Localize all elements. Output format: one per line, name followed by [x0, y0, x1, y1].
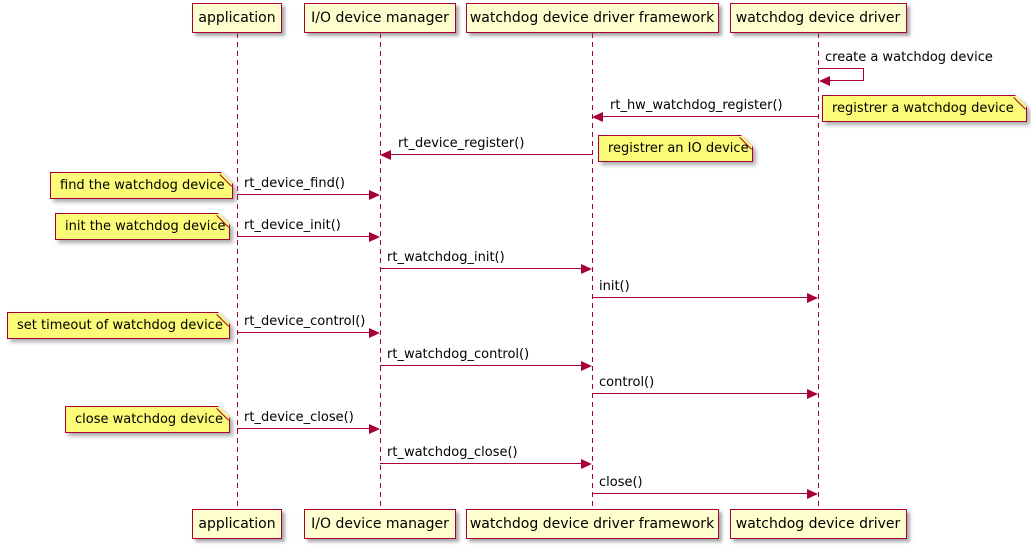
message-line: [603, 116, 818, 117]
participant-bottom-application: application: [192, 509, 282, 539]
participant-label: I/O device manager: [311, 10, 449, 26]
message-label: create a watchdog device: [825, 50, 993, 65]
message-label: rt_device_control(): [244, 314, 366, 329]
message-label: rt_hw_watchdog_register(): [610, 98, 783, 113]
lifeline-watchdog-device-driver-framework: [592, 33, 593, 509]
self-message-line: [818, 68, 863, 69]
message-line: [592, 297, 807, 298]
arrowhead-icon: [581, 458, 592, 469]
participant-top-io-device-manager: I/O device manager: [304, 3, 456, 33]
note: close watchdog device: [65, 406, 230, 433]
message-line: [391, 154, 592, 155]
participant-top-watchdog-device-driver: watchdog device driver: [729, 3, 907, 33]
note-body: init the watchdog device: [55, 213, 230, 240]
note: find the watchdog device: [50, 172, 233, 199]
arrowhead-icon: [592, 111, 603, 122]
note-text: init the watchdog device: [65, 219, 226, 234]
arrowhead-icon: [581, 360, 592, 371]
message-label: control(): [599, 375, 655, 390]
self-message-line: [830, 80, 864, 81]
message-label: close(): [599, 475, 643, 490]
note-body: registrer an IO device: [598, 135, 753, 162]
note-body: close watchdog device: [65, 406, 230, 433]
note-text: close watchdog device: [75, 412, 223, 427]
arrowhead-icon: [369, 189, 380, 200]
lifeline-application: [237, 33, 238, 509]
lifeline-io-device-manager: [380, 33, 381, 509]
note-body: registrer a watchdog device: [822, 95, 1027, 122]
message-line: [237, 428, 369, 429]
note-body: find the watchdog device: [50, 172, 233, 199]
arrowhead-icon: [369, 231, 380, 242]
participant-bottom-watchdog-device-driver: watchdog device driver: [729, 509, 907, 539]
participant-label: watchdog device driver framework: [469, 10, 715, 26]
note: registrer a watchdog device: [822, 95, 1027, 122]
note-text: set timeout of watchdog device: [17, 318, 223, 333]
message-line: [237, 236, 369, 237]
arrowhead-icon: [380, 149, 391, 160]
participant-label: watchdog device driver framework: [469, 516, 715, 532]
participant-label: watchdog device driver: [735, 10, 901, 26]
lifeline-watchdog-device-driver: [818, 33, 819, 509]
arrowhead-icon: [807, 292, 818, 303]
note-text: find the watchdog device: [60, 178, 225, 193]
arrowhead-icon: [581, 263, 592, 274]
note-fold-icon: [1013, 97, 1026, 110]
message-label: rt_watchdog_control(): [387, 347, 530, 362]
arrowhead-icon: [807, 488, 818, 499]
message-label: rt_device_register(): [398, 136, 525, 151]
note-text: registrer a watchdog device: [832, 101, 1014, 116]
message-label: rt_watchdog_init(): [387, 250, 505, 265]
self-message-line: [863, 68, 864, 80]
message-label: rt_device_init(): [244, 218, 341, 233]
participant-top-application: application: [192, 3, 282, 33]
message-line: [237, 332, 369, 333]
participant-label: application: [198, 516, 276, 532]
participant-bottom-io-device-manager: I/O device manager: [304, 509, 456, 539]
message-line: [592, 493, 807, 494]
message-line: [592, 393, 807, 394]
message-label: rt_watchdog_close(): [387, 445, 518, 460]
note: set timeout of watchdog device: [7, 312, 230, 339]
message-line: [237, 194, 369, 195]
arrowhead-icon: [807, 388, 818, 399]
message-line: [380, 463, 581, 464]
participant-label: watchdog device driver: [735, 516, 901, 532]
arrowhead-icon: [369, 423, 380, 434]
participant-label: application: [198, 10, 276, 26]
note-text: registrer an IO device: [608, 141, 749, 156]
note-body: set timeout of watchdog device: [7, 312, 230, 339]
note: registrer an IO device: [598, 135, 753, 162]
message-label: rt_device_find(): [244, 176, 345, 191]
note: init the watchdog device: [55, 213, 230, 240]
participant-top-watchdog-device-driver-framework: watchdog device driver framework: [465, 3, 719, 33]
participant-bottom-watchdog-device-driver-framework: watchdog device driver framework: [465, 509, 719, 539]
arrowhead-icon: [819, 75, 830, 86]
participant-label: I/O device manager: [311, 516, 449, 532]
message-line: [380, 268, 581, 269]
message-label: init(): [599, 279, 630, 294]
arrowhead-icon: [369, 327, 380, 338]
message-line: [380, 365, 581, 366]
message-label: rt_device_close(): [244, 410, 354, 425]
